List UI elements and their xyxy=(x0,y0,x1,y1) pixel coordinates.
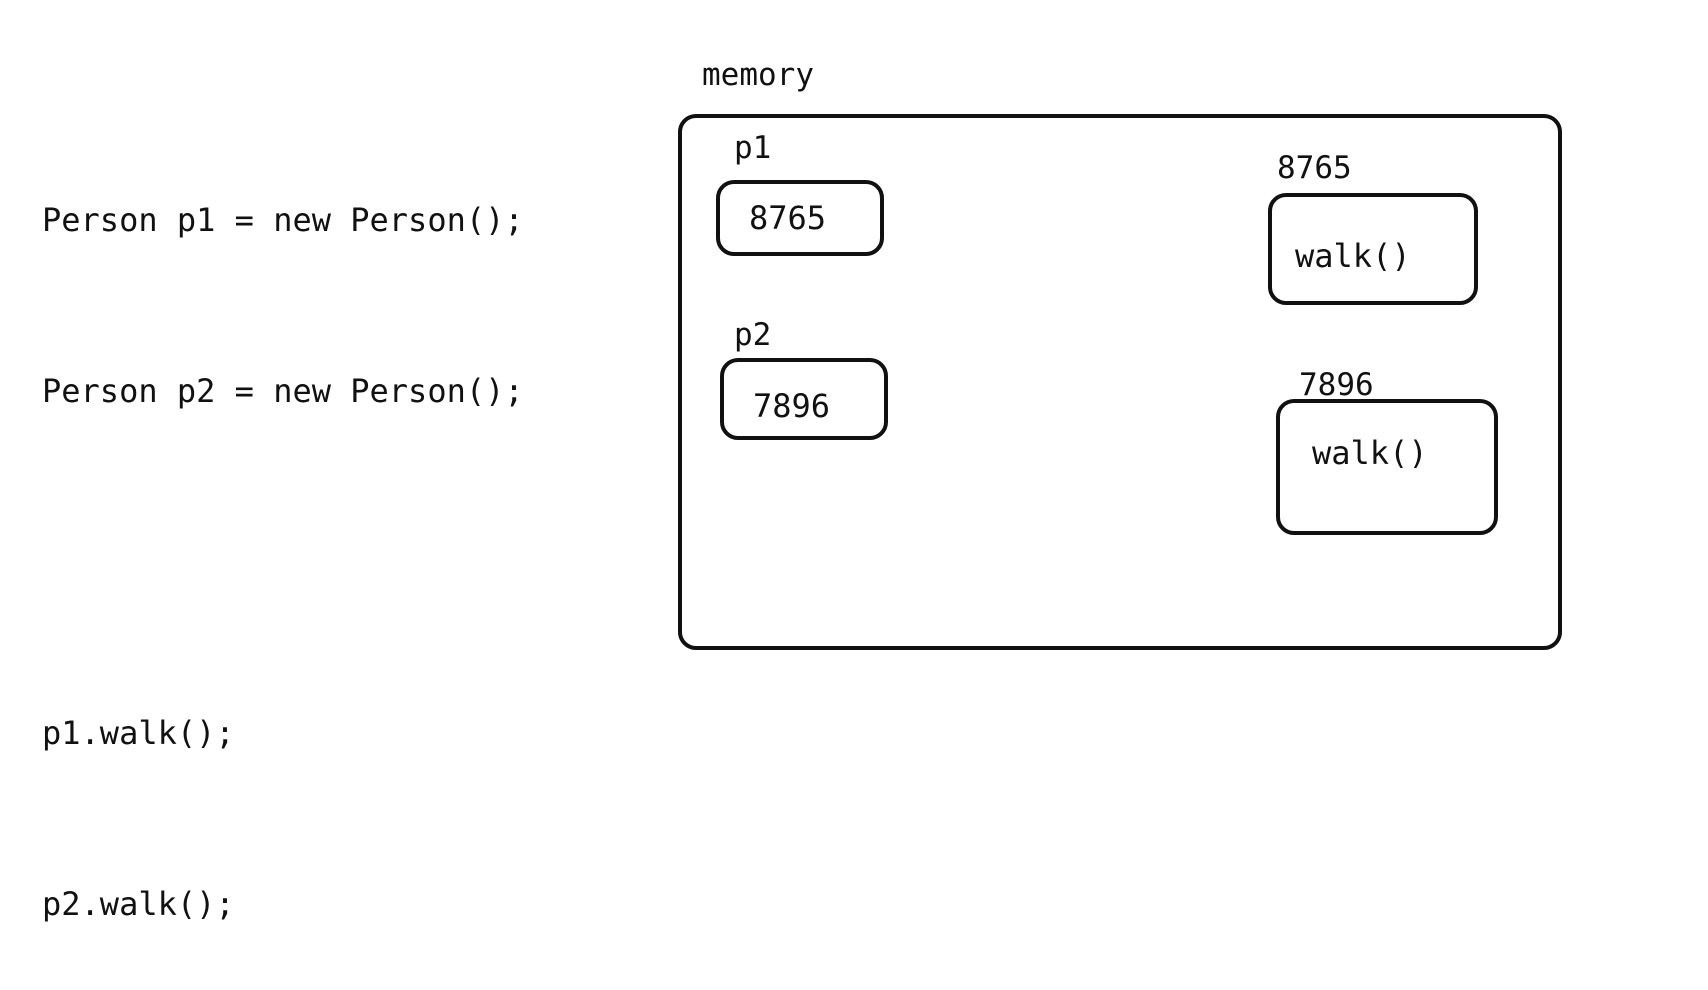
code-line: Person p1 = new Person(); xyxy=(42,201,524,239)
object-7896-address: 7896 xyxy=(1299,367,1374,403)
code-line xyxy=(42,534,524,591)
variable-p1-box: 8765 xyxy=(716,180,884,256)
object-8765-method: walk() xyxy=(1295,237,1411,275)
object-8765-address: 8765 xyxy=(1277,150,1352,186)
variable-p1-value: 8765 xyxy=(749,199,827,237)
variable-p2-label: p2 xyxy=(734,317,772,353)
object-8765-box: walk() xyxy=(1268,193,1478,305)
code-line: p1.walk(); xyxy=(42,714,235,752)
code-snippet: Person p1 = new Person(); Person p2 = ne… xyxy=(42,78,524,990)
object-7896-method: walk() xyxy=(1312,434,1428,472)
code-line: p2.walk(); xyxy=(42,885,235,923)
memory-box xyxy=(678,114,1562,650)
code-line: Person p2 = new Person(); xyxy=(42,372,524,410)
memory-title: memory xyxy=(702,57,814,93)
variable-p2-box: 7896 xyxy=(720,358,888,440)
variable-p1-label: p1 xyxy=(734,130,772,166)
variable-p2-value: 7896 xyxy=(753,387,831,425)
object-7896-box: walk() xyxy=(1276,399,1498,535)
